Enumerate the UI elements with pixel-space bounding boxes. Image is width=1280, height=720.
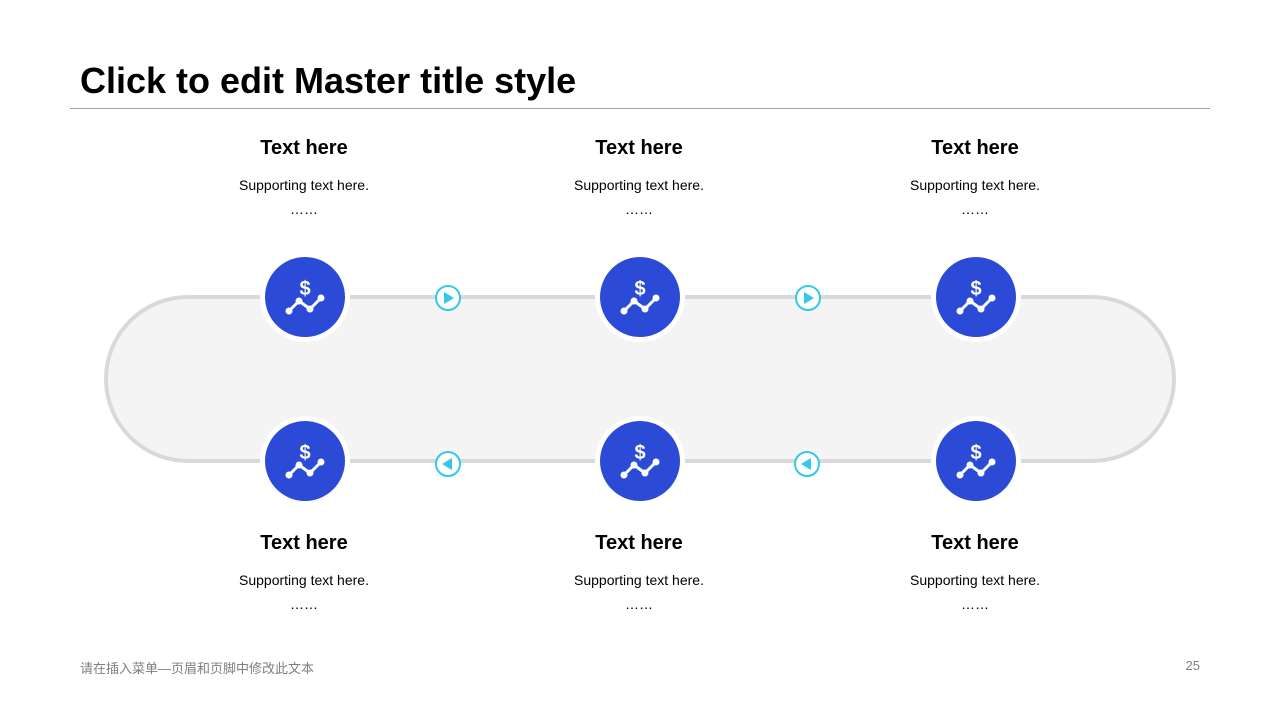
step-1-support[interactable]: Supporting text here.	[239, 177, 369, 193]
trend-point	[630, 461, 638, 469]
step-1-node[interactable]: $	[260, 252, 350, 342]
dollar-trend-icon: $	[620, 278, 660, 315]
trend-line	[958, 296, 994, 313]
step-5-heading[interactable]: Text here	[595, 532, 683, 554]
step-3-ellipsis: ……	[961, 201, 989, 217]
arrow-triangle	[444, 292, 454, 304]
dollar-sign: $	[634, 278, 645, 300]
trend-point	[641, 305, 649, 313]
step-1-text: Text here Supporting text here. ……	[184, 136, 424, 218]
trend-point	[630, 297, 638, 305]
step-2-ellipsis: ……	[625, 201, 653, 217]
trend-point	[956, 471, 964, 479]
trend-point	[285, 307, 293, 315]
node-circle	[936, 257, 1016, 337]
trend-point	[977, 469, 985, 477]
page-number: 25	[1185, 658, 1200, 673]
step-4-text: Text here Supporting text here. ……	[184, 531, 424, 613]
node-circle	[265, 257, 345, 337]
trend-line	[287, 460, 323, 477]
step-2-heading[interactable]: Text here	[595, 137, 683, 159]
dollar-trend-icon: $	[285, 278, 325, 315]
play-left-icon	[435, 451, 461, 477]
trend-point	[317, 294, 325, 302]
step-6-ellipsis: ……	[961, 596, 989, 612]
trend-line	[622, 296, 658, 313]
trend-point	[317, 458, 325, 466]
trend-point	[956, 307, 964, 315]
node-circle	[265, 421, 345, 501]
node-circle	[600, 421, 680, 501]
step-6-text: Text here Supporting text here. ……	[855, 531, 1095, 613]
step-3-heading[interactable]: Text here	[931, 137, 1019, 159]
title-divider	[70, 108, 1210, 109]
play-right-icon	[795, 285, 821, 311]
trend-point	[285, 471, 293, 479]
step-5-ellipsis: ……	[625, 596, 653, 612]
trend-point	[295, 297, 303, 305]
step-2-text: Text here Supporting text here. ……	[519, 136, 759, 218]
trend-line	[622, 460, 658, 477]
play-right-icon	[435, 285, 461, 311]
step-3-support[interactable]: Supporting text here.	[910, 177, 1040, 193]
trend-point	[306, 305, 314, 313]
arrow-triangle	[442, 458, 452, 470]
step-1-heading[interactable]: Text here	[260, 137, 348, 159]
arrow-triangle	[801, 458, 811, 470]
step-4-support[interactable]: Supporting text here.	[239, 572, 369, 588]
trend-point	[641, 469, 649, 477]
dollar-trend-icon: $	[620, 442, 660, 479]
trend-line	[287, 296, 323, 313]
node-circle	[936, 421, 1016, 501]
step-1-ellipsis: ……	[290, 201, 318, 217]
step-4-heading[interactable]: Text here	[260, 532, 348, 554]
trend-point	[652, 294, 660, 302]
dollar-sign: $	[970, 278, 981, 300]
loop-track	[104, 295, 1176, 463]
step-3-node[interactable]: $	[931, 252, 1021, 342]
step-6-support[interactable]: Supporting text here.	[910, 572, 1040, 588]
trend-line	[958, 460, 994, 477]
step-6-heading[interactable]: Text here	[931, 532, 1019, 554]
dollar-sign: $	[634, 442, 645, 464]
dollar-trend-icon: $	[285, 442, 325, 479]
dollar-sign: $	[970, 442, 981, 464]
dollar-sign: $	[299, 278, 310, 300]
step-5-support[interactable]: Supporting text here.	[574, 572, 704, 588]
trend-point	[620, 307, 628, 315]
trend-point	[295, 461, 303, 469]
trend-point	[966, 461, 974, 469]
trend-point	[966, 297, 974, 305]
dollar-trend-icon: $	[956, 442, 996, 479]
trend-point	[652, 458, 660, 466]
footer-text[interactable]: 请在插入菜单—页眉和页脚中修改此文本	[80, 661, 315, 676]
trend-point	[977, 305, 985, 313]
trend-point	[988, 294, 996, 302]
trend-point	[988, 458, 996, 466]
dollar-trend-icon: $	[956, 278, 996, 315]
step-3-text: Text here Supporting text here. ……	[855, 136, 1095, 218]
step-4-node[interactable]: $	[260, 416, 350, 506]
step-5-node[interactable]: $	[595, 416, 685, 506]
trend-point	[620, 471, 628, 479]
dollar-sign: $	[299, 442, 310, 464]
step-2-node[interactable]: $	[595, 252, 685, 342]
step-2-support[interactable]: Supporting text here.	[574, 177, 704, 193]
step-6-node[interactable]: $	[931, 416, 1021, 506]
arrow-triangle	[804, 292, 814, 304]
step-4-ellipsis: ……	[290, 596, 318, 612]
trend-point	[306, 469, 314, 477]
page-title[interactable]: Click to edit Master title style	[80, 60, 577, 101]
play-left-icon	[794, 451, 820, 477]
node-circle	[600, 257, 680, 337]
step-5-text: Text here Supporting text here. ……	[519, 531, 759, 613]
